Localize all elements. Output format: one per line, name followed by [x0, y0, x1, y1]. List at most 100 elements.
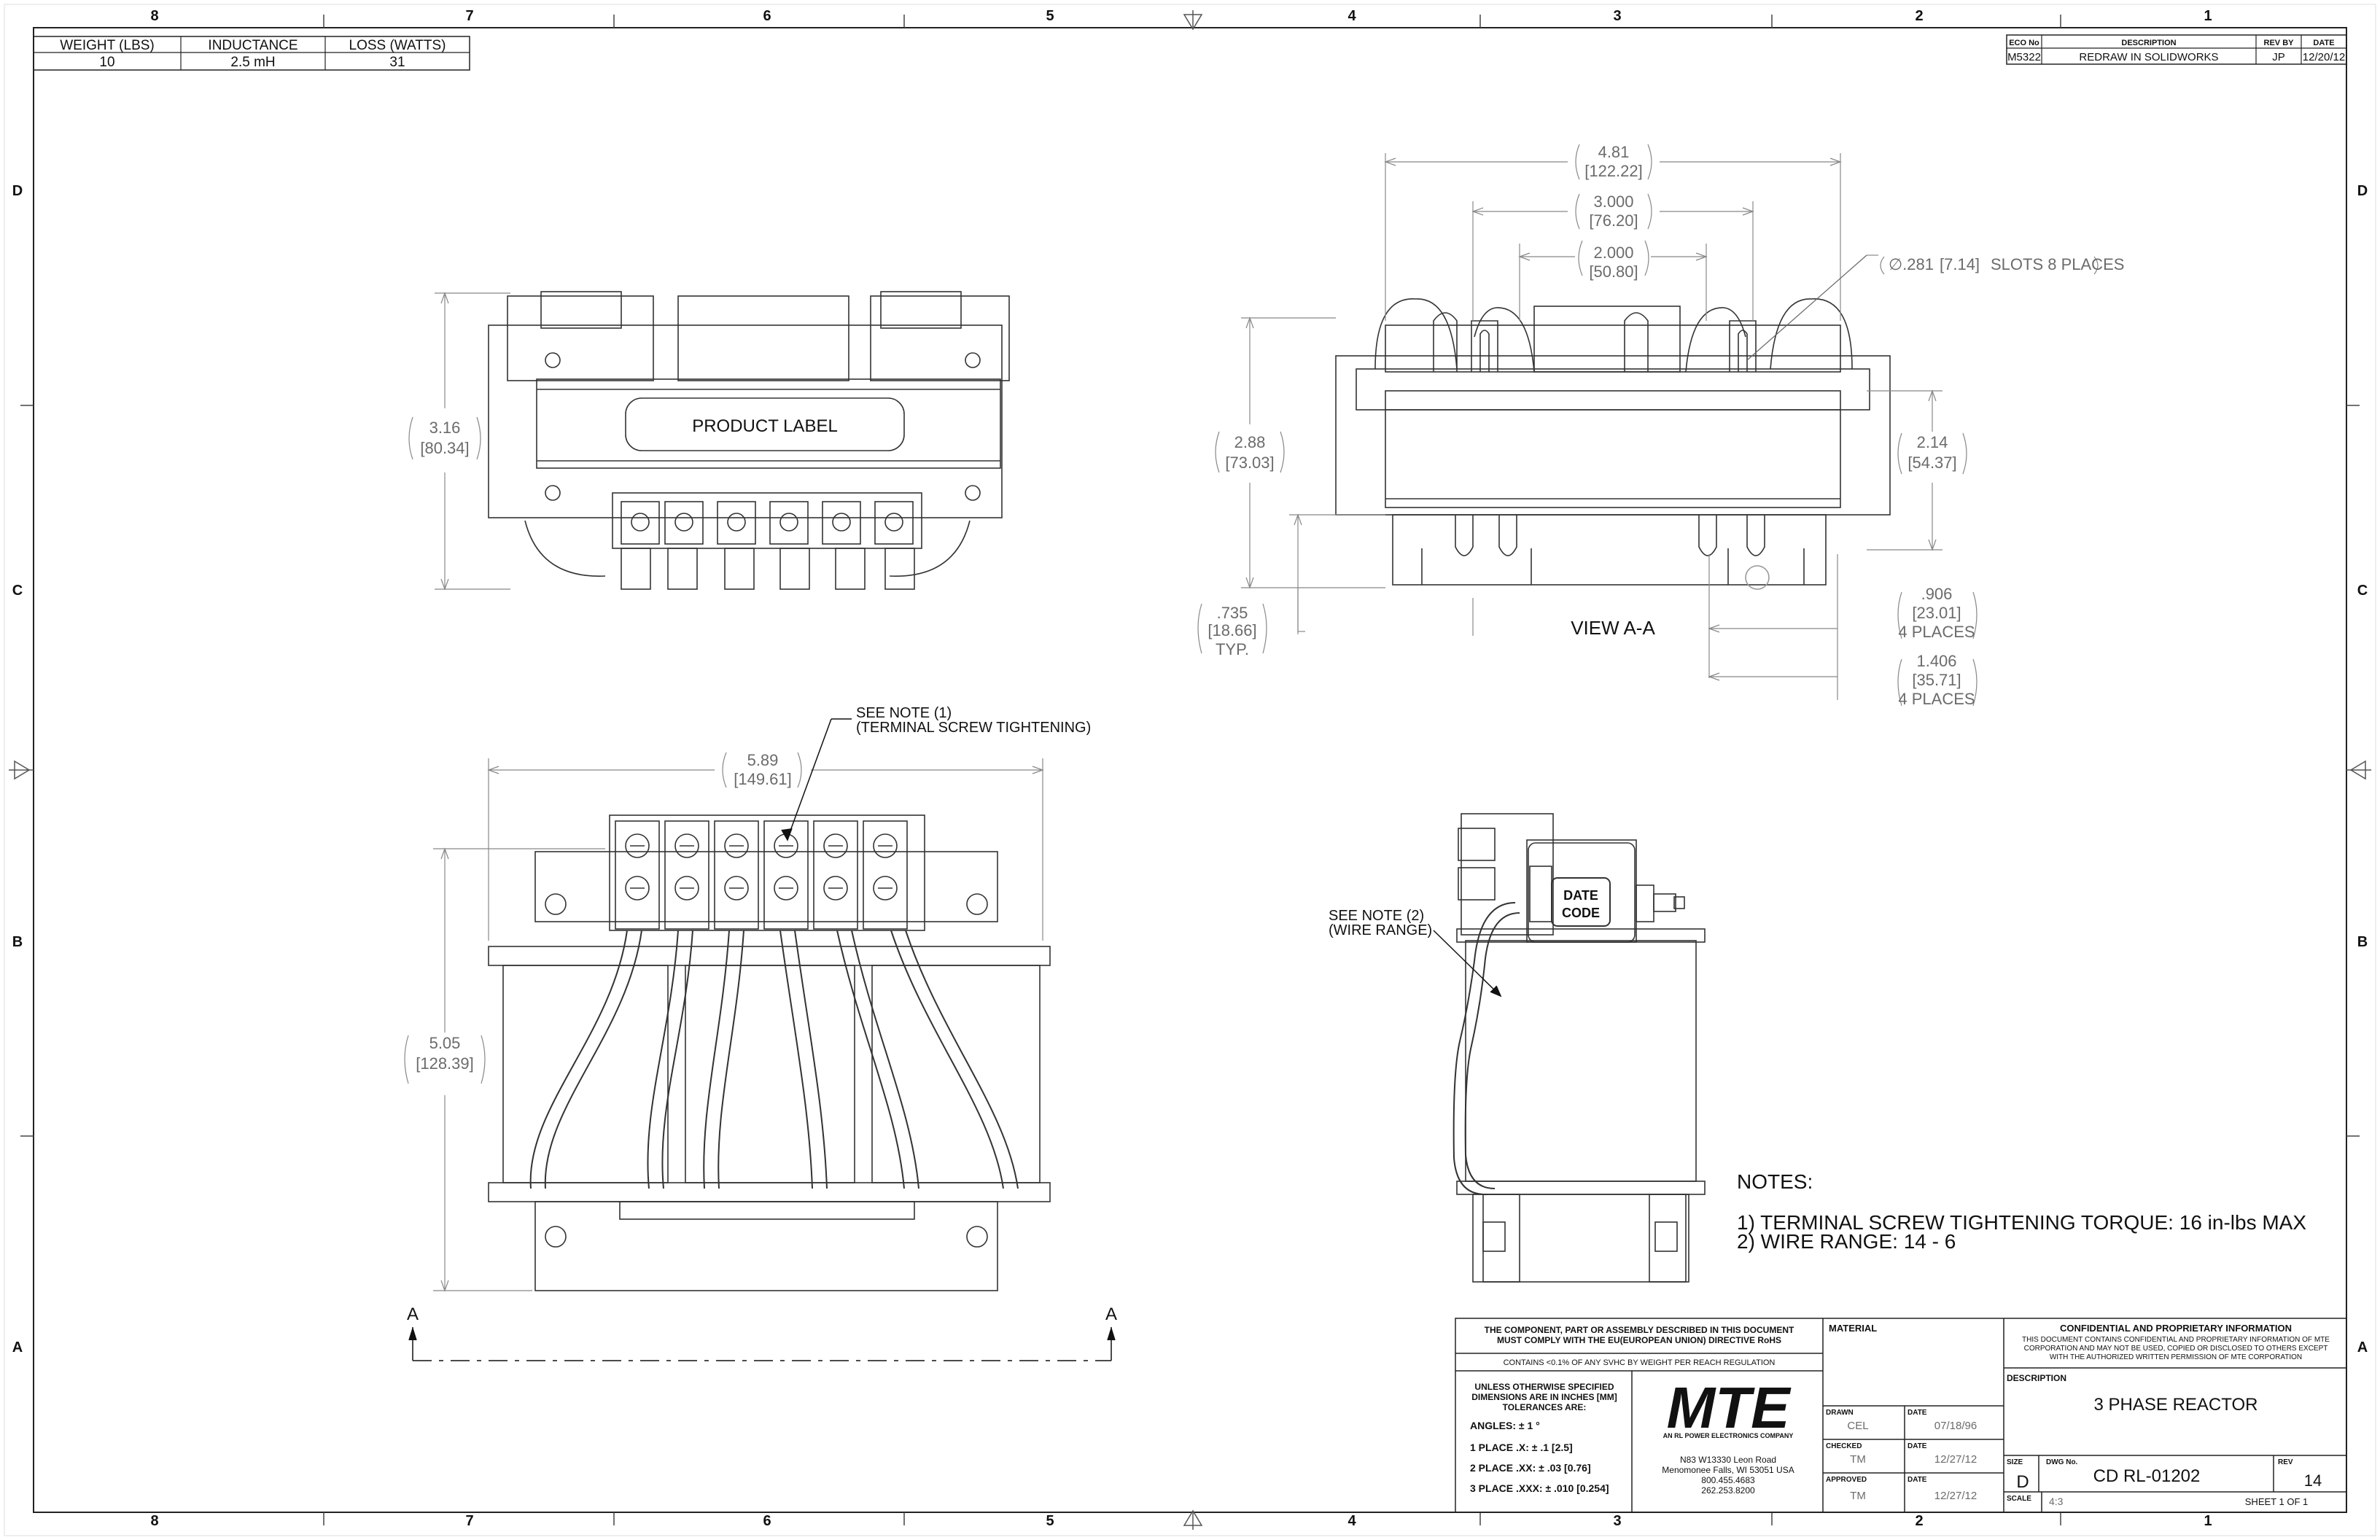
notes-title: NOTES:	[1737, 1170, 1813, 1193]
address-line: 262.253.8200	[1701, 1485, 1755, 1496]
rohs-line: MUST COMPLY WITH THE EU(EUROPEAN UNION) …	[1497, 1335, 1781, 1345]
zone-col: 8	[150, 1513, 158, 1529]
rev-header: DATE	[2313, 39, 2334, 47]
note1-ref: SEE NOTE (1)	[856, 705, 952, 721]
slot-a-places: 4 PLACES	[1898, 623, 1975, 641]
section-inner-in: 3.000	[1593, 192, 1633, 211]
slot-b-in: 1.406	[1916, 652, 1956, 670]
slot-b-mm: [35.71]	[1912, 671, 1961, 689]
slot-a-in: .906	[1921, 585, 1953, 603]
note-item: 1) TERMINAL SCREW TIGHTENING TORQUE: 16 …	[1737, 1211, 2306, 1234]
top-view-wires	[529, 930, 1019, 1189]
front-height-mm: [80.34]	[420, 439, 469, 457]
drawn-by: CEL	[1847, 1420, 1868, 1432]
section-height-in: 2.88	[1234, 433, 1266, 451]
zone-row: D	[12, 183, 23, 199]
tolerance-header: TOLERANCES ARE:	[1503, 1402, 1587, 1412]
section-height-right-in: 2.14	[1917, 433, 1948, 451]
tolerance-1place: 1 PLACE .X: ± .1 [2.5]	[1470, 1442, 1573, 1453]
tolerance-header: UNLESS OTHERWISE SPECIFIED	[1474, 1382, 1614, 1392]
rev-header: REV BY	[2264, 39, 2295, 47]
zone-row: D	[2357, 183, 2368, 199]
zone-col: 8	[150, 8, 158, 24]
section-width-in: 4.81	[1598, 143, 1630, 161]
zone-col: 6	[763, 1513, 771, 1529]
rev-date: 12/20/12	[2303, 51, 2345, 63]
mte-logo-tagline: AN RL POWER ELECTRONICS COMPANY	[1663, 1432, 1794, 1439]
zone-col: 4	[1348, 8, 1356, 24]
zone-col: 3	[1613, 1513, 1621, 1529]
drawing-number: CD RL-01202	[2093, 1466, 2201, 1486]
slot-note-text: SLOTS 8 PLACES	[1991, 255, 2124, 273]
section-marker-right: A	[1105, 1304, 1117, 1324]
revision-number: 14	[2304, 1471, 2322, 1490]
checked-label: CHECKED	[1826, 1442, 1862, 1450]
slot-note-mm: [7.14]	[1940, 255, 1980, 273]
center-marks	[9, 10, 2371, 1530]
zone-row: A	[2357, 1339, 2368, 1356]
zone-col: 1	[2204, 8, 2212, 24]
zone-ticks	[20, 15, 2360, 1525]
checked-date: 12/27/12	[1934, 1453, 1977, 1466]
zone-col: 4	[1348, 1513, 1356, 1529]
section-height-right-mm: [54.37]	[1908, 454, 1956, 472]
description-label: DESCRIPTION	[2007, 1373, 2066, 1383]
zone-col: 3	[1613, 8, 1621, 24]
section-inner-mm: [76.20]	[1589, 211, 1638, 230]
note2-ref: SEE NOTE (2)	[1329, 908, 1424, 924]
front-view	[488, 291, 1010, 590]
description-value: 3 PHASE REACTOR	[2094, 1395, 2258, 1415]
spec-value: 31	[389, 55, 405, 70]
front-height-in: 3.16	[429, 419, 461, 437]
confidential-line: THIS DOCUMENT CONTAINS CONFIDENTIAL AND …	[2022, 1336, 2330, 1344]
approved-label: APPROVED	[1826, 1476, 1867, 1484]
product-label: PRODUCT LABEL	[692, 416, 838, 436]
front-height-dimension	[408, 292, 510, 591]
section-height-mm: [73.03]	[1225, 454, 1274, 472]
scale-label: SCALE	[2007, 1495, 2031, 1503]
slot-note-dia: ∅.281	[1889, 255, 1934, 273]
rev-eco: M5322	[2007, 51, 2041, 63]
rev-label: REV	[2278, 1458, 2293, 1466]
title-block	[1455, 1318, 2347, 1513]
zone-row: C	[2357, 583, 2368, 599]
zone-col: 2	[1915, 8, 1923, 24]
zone-col: 2	[1915, 1513, 1923, 1529]
foot-typ: TYP.	[1216, 640, 1249, 658]
rev-header: ECO No	[2009, 39, 2039, 47]
confidential-line: CORPORATION AND MAY NOT BE USED, COPIED …	[2024, 1345, 2328, 1353]
date-code-label-1: DATE	[1563, 888, 1598, 903]
size-value: D	[2016, 1472, 2029, 1492]
top-terminal-block	[609, 814, 925, 931]
approved-date: 12/27/12	[1934, 1490, 1977, 1502]
note2-leader	[1433, 930, 1502, 998]
size-label: SIZE	[2007, 1458, 2023, 1466]
zone-row: B	[12, 934, 23, 950]
address-line: Menomonee Falls, WI 53051 USA	[1662, 1465, 1794, 1475]
section-marker-left: A	[407, 1304, 419, 1324]
section-view	[1335, 298, 1891, 590]
drawn-label: DRAWN	[1826, 1409, 1854, 1417]
scale-value: 4:3	[2049, 1496, 2064, 1507]
approved-by: TM	[1850, 1490, 1866, 1502]
zone-row: C	[12, 583, 23, 599]
spec-header: LOSS (WATTS)	[349, 38, 446, 53]
svhc-note: CONTAINS <0.1% OF ANY SVHC BY WEIGHT PER…	[1504, 1358, 1776, 1367]
drawing-border	[33, 27, 2347, 1513]
zone-row: A	[12, 1339, 23, 1356]
sheet-edge	[4, 4, 2376, 1536]
tolerance-2place: 2 PLACE .XX: ± .03 [0.76]	[1470, 1462, 1591, 1474]
dwg-label: DWG No.	[2046, 1458, 2078, 1466]
confidential-line: WITH THE AUTHORIZED WRITTEN PERMISSION O…	[2050, 1353, 2302, 1361]
confidential-title: CONFIDENTIAL AND PROPRIETARY INFORMATION	[2060, 1323, 2292, 1334]
zone-labels: 8 7 6 5 4 3 2 1 8 7 6 5 4 3 2 1 D C B A …	[12, 8, 2368, 1529]
tolerance-angles: ANGLES: ± 1 °	[1470, 1420, 1540, 1431]
drawn-date: 07/18/96	[1934, 1420, 1977, 1432]
section-line-a	[408, 1326, 1116, 1361]
revision-table: ECO No DESCRIPTION REV BY DATE M5322 RED…	[2006, 34, 2347, 65]
zone-col: 7	[465, 1513, 473, 1529]
spec-header: WEIGHT (LBS)	[60, 38, 155, 53]
rev-by: JP	[2272, 51, 2285, 63]
checked-by: TM	[1850, 1453, 1866, 1466]
